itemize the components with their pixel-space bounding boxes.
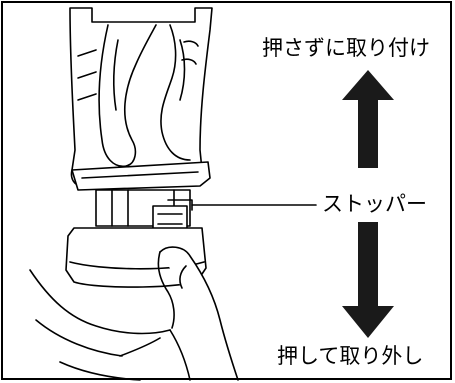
- attach-label: 押さずに取り付け: [262, 36, 430, 60]
- stopper-label: ストッパー: [322, 192, 427, 216]
- arrow-up-icon: [342, 70, 394, 168]
- remove-label: 押して取り外し: [277, 344, 424, 368]
- tool-handle: [69, 7, 213, 191]
- arrow-down-icon: [342, 222, 394, 338]
- hand-illustration: [29, 246, 239, 381]
